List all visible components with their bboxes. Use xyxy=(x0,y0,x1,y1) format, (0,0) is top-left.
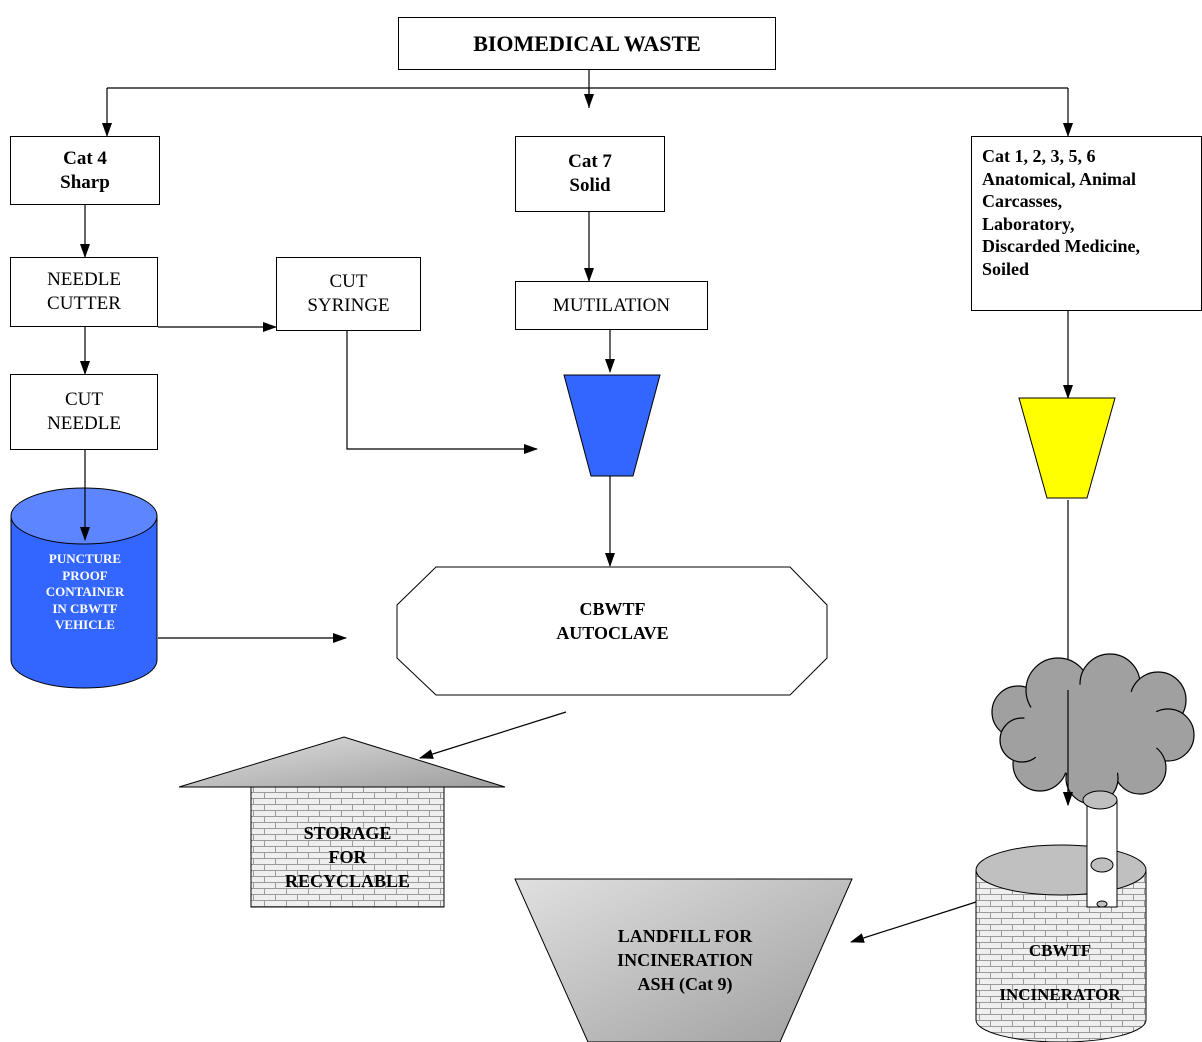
landfill-line: INCINERATION xyxy=(617,950,753,970)
category-other-line: Anatomical, Animal xyxy=(982,168,1137,189)
needle-cutter-label: CUTTER xyxy=(47,293,121,314)
puncture-container-line: CONTAINER xyxy=(45,584,125,599)
blue-bin-icon xyxy=(563,374,661,477)
incinerator-label-top: CBWTF xyxy=(990,939,1130,963)
storage-building xyxy=(178,736,506,908)
mutilation-label: MUTILATION xyxy=(552,294,671,316)
category-solid-number: Cat 7 xyxy=(568,151,612,172)
solid-column-connectors xyxy=(419,212,615,759)
landfill-line: LANDFILL FOR xyxy=(617,926,753,946)
yellow-bin-icon xyxy=(1018,397,1116,499)
puncture-container-label: PUNCTURE PROOF CONTAINER IN CBWTF VEHICL… xyxy=(20,551,150,634)
category-sharp-box: Cat 4 Sharp xyxy=(10,136,160,205)
category-other-line: Soiled xyxy=(982,258,1030,279)
category-other-line: Discarded Medicine, xyxy=(982,236,1140,256)
storage-label: STORAGE FOR RECYCLABLE xyxy=(255,821,440,893)
landfill-label: LANDFILL FOR INCINERATION ASH (Cat 9) xyxy=(580,924,790,996)
incinerator-label-bottom: INCINERATOR xyxy=(990,983,1130,1007)
storage-line: RECYCLABLE xyxy=(284,871,411,891)
puncture-container-cylinder xyxy=(10,487,158,689)
cut-syringe-label: CUT xyxy=(329,271,368,292)
category-sharp-number: Cat 4 xyxy=(63,147,107,169)
incinerator-line: CBWTF xyxy=(1028,941,1092,960)
puncture-container-line: IN CBWTF xyxy=(52,600,118,616)
puncture-container-line: VEHICLE xyxy=(55,617,115,632)
category-other-line: Laboratory, xyxy=(982,213,1075,234)
mutilation-box: MUTILATION xyxy=(515,281,708,330)
autoclave-label: CBWTF AUTOCLAVE xyxy=(500,597,725,645)
incinerator-building xyxy=(975,790,1147,1042)
category-other-numbers: Cat 1, 2, 3, 5, 6 xyxy=(982,146,1096,166)
category-solid-box: Cat 7 Solid xyxy=(515,136,665,212)
autoclave-line: AUTOCLAVE xyxy=(556,623,669,643)
needle-cutter-label: NEEDLE xyxy=(47,269,121,290)
storage-line: FOR xyxy=(328,847,367,867)
landfill-line: ASH (Cat 9) xyxy=(637,974,733,994)
category-sharp-label: Sharp xyxy=(60,171,110,193)
cut-syringe-label: SYRINGE xyxy=(307,295,390,316)
landfill-funnel xyxy=(514,878,853,1042)
category-solid-label: Solid xyxy=(569,175,611,196)
smoke-cloud-icon xyxy=(991,653,1195,805)
category-other-line: Carcasses, xyxy=(982,191,1063,211)
biomedical-waste-title: BIOMEDICAL WASTE xyxy=(398,17,776,70)
cut-needle-label: NEEDLE xyxy=(47,413,121,434)
category-other-box: Cat 1, 2, 3, 5, 6 Anatomical, Animal Car… xyxy=(971,136,1202,311)
puncture-container-line: PUNCTURE xyxy=(48,551,122,566)
cut-syringe-box: CUT SYRINGE xyxy=(276,257,421,331)
title-text: BIOMEDICAL WASTE xyxy=(473,30,701,56)
cut-needle-label: CUT xyxy=(65,389,103,410)
needle-cutter-box: NEEDLE CUTTER xyxy=(10,257,158,327)
incinerator-line: INCINERATOR xyxy=(999,985,1121,1004)
top-branch-connector xyxy=(102,70,1073,137)
autoclave-octagon xyxy=(396,566,828,696)
puncture-container-line: PROOF xyxy=(62,567,108,583)
cut-needle-box: CUT NEEDLE xyxy=(10,374,158,450)
storage-line: STORAGE xyxy=(303,823,392,843)
autoclave-line: CBWTF xyxy=(579,599,646,619)
